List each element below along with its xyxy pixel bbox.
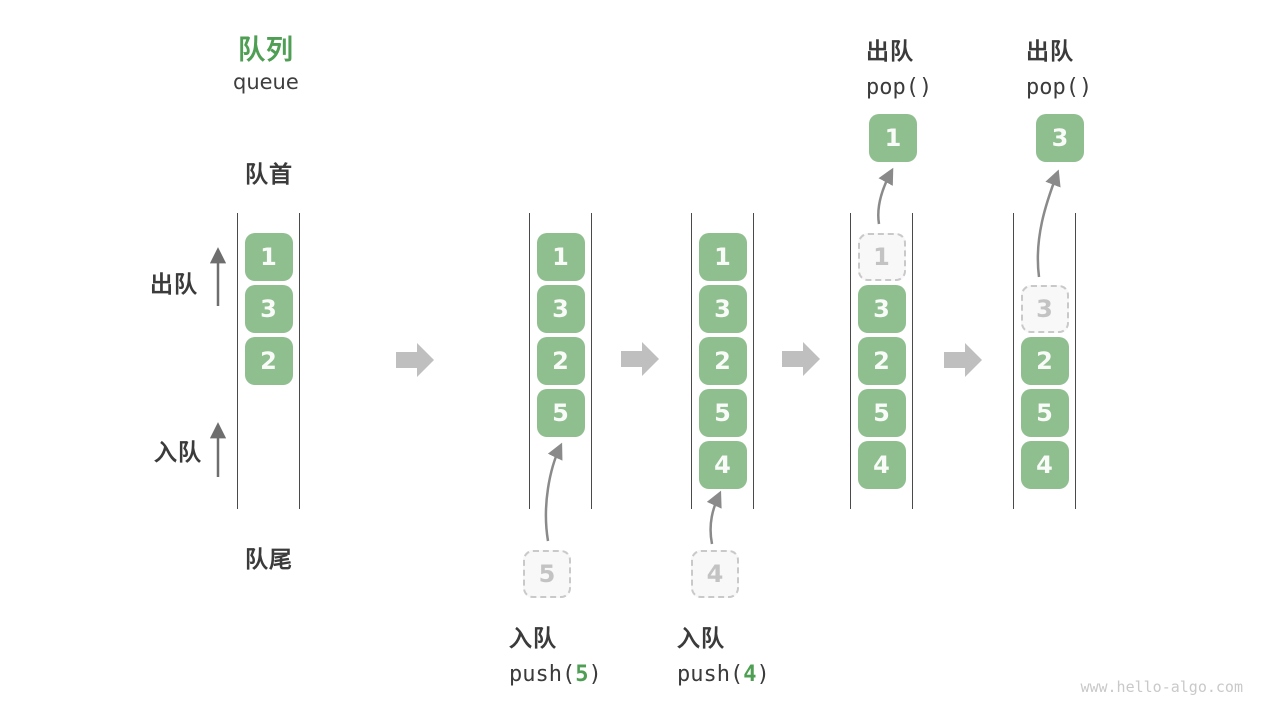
queue4-slot-4: 5 xyxy=(857,389,906,437)
queue2-slot-3: 2 xyxy=(536,337,585,385)
push5-cjk-label: 入队 xyxy=(509,626,557,652)
queue5-slot-5: 4 xyxy=(1020,441,1069,489)
pending-box-4: 4 xyxy=(691,550,739,598)
queue4-slot-5: 4 xyxy=(857,441,906,489)
pending-box-5: 5 xyxy=(523,550,571,598)
push4-code-post: ) xyxy=(756,662,770,687)
push4-code-label: push(4) xyxy=(677,662,770,687)
step-arrow-4-icon xyxy=(944,343,982,377)
queue1-slot-2: 3 xyxy=(244,285,293,333)
queue5-slot-4: 5 xyxy=(1020,389,1069,437)
step-arrow-3-icon xyxy=(782,342,820,376)
queue4-slot-3: 2 xyxy=(857,337,906,385)
pop2-code-label: pop() xyxy=(1026,75,1093,100)
queue3-slot-3: 2 xyxy=(698,337,747,385)
push4-code-arg: 4 xyxy=(743,662,757,687)
pop1-cjk-label: 出队 xyxy=(866,39,914,65)
dequeue-side-label: 出队 xyxy=(150,272,198,298)
queue1-slot-3: 2 xyxy=(244,337,293,385)
push5-operation-label: 入队 push(5) xyxy=(509,619,602,687)
push5-code-post: ) xyxy=(588,662,602,687)
popped-box-3: 3 xyxy=(1036,114,1084,162)
pop1-operation-label: 出队 pop() xyxy=(866,32,932,100)
queue2-slot-2: 3 xyxy=(536,285,585,333)
queue-front-label: 队首 xyxy=(245,162,293,188)
pop1-code-label: pop() xyxy=(866,75,933,100)
push4-cjk-label: 入队 xyxy=(677,626,725,652)
queue4-slot-2: 3 xyxy=(857,285,906,333)
queue1-slot-1: 1 xyxy=(244,233,293,281)
queue-1: 1 3 2 xyxy=(237,213,300,509)
popped-box-1: 1 xyxy=(869,114,917,162)
queue4-removed-slot: 1 xyxy=(857,233,906,281)
queue-4: 1 3 2 5 4 xyxy=(850,213,913,509)
queue3-slot-2: 3 xyxy=(698,285,747,333)
push5-code-label: push(5) xyxy=(509,662,602,687)
queue-rear-label: 队尾 xyxy=(245,547,293,573)
push5-code-pre: push( xyxy=(509,662,576,687)
page-subtitle: queue xyxy=(233,70,299,94)
queue5-slot-3: 2 xyxy=(1020,337,1069,385)
queue2-slot-4: 5 xyxy=(536,389,585,437)
pop2-operation-label: 出队 pop() xyxy=(1026,32,1092,100)
push4-code-pre: push( xyxy=(677,662,744,687)
enqueue-side-label: 入队 xyxy=(154,440,202,466)
step-arrow-2-icon xyxy=(621,342,659,376)
pop2-cjk-label: 出队 xyxy=(1026,39,1074,65)
queue3-slot-5: 4 xyxy=(698,441,747,489)
queue5-removed-slot: 3 xyxy=(1020,285,1069,333)
push4-operation-label: 入队 push(4) xyxy=(677,619,770,687)
queue3-slot-1: 1 xyxy=(698,233,747,281)
queue2-slot-1: 1 xyxy=(536,233,585,281)
step-arrow-1-icon xyxy=(396,343,434,377)
queue-3: 1 3 2 5 4 xyxy=(691,213,754,509)
watermark: www.hello-algo.com xyxy=(1080,678,1243,696)
queue-5: 3 2 5 4 xyxy=(1013,213,1076,509)
queue-2: 1 3 2 5 xyxy=(529,213,592,509)
page-title: 队列 xyxy=(238,35,294,66)
queue3-slot-4: 5 xyxy=(698,389,747,437)
push5-code-arg: 5 xyxy=(575,662,589,687)
